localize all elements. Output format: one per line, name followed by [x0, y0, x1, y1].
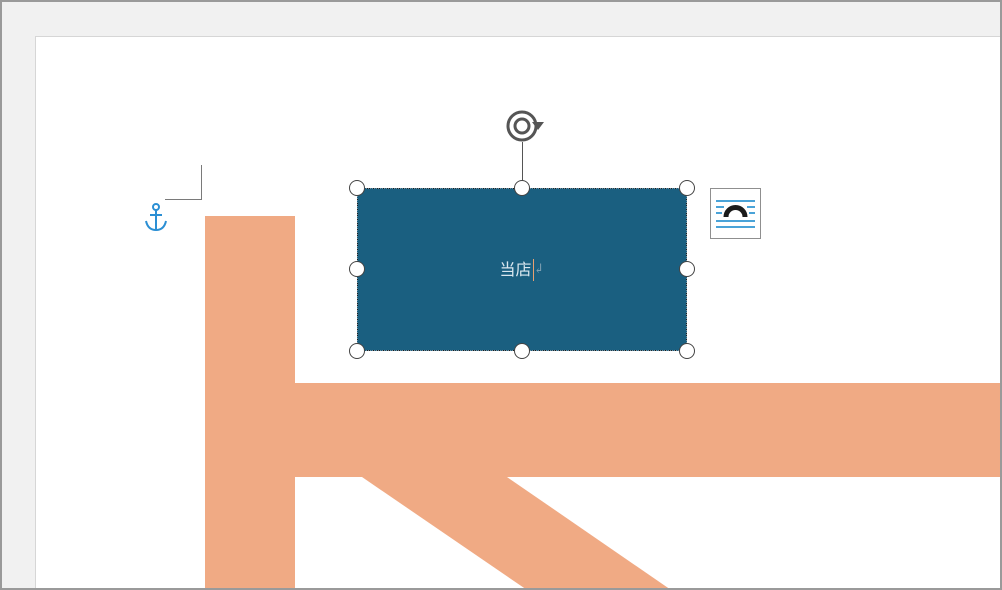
resize-handle-middle-left[interactable] — [349, 261, 365, 277]
diagonal-road-shape[interactable] — [362, 477, 674, 590]
rotate-handle-stem — [522, 142, 523, 188]
text-box-label: 当店 — [499, 260, 532, 279]
text-cursor — [532, 259, 534, 281]
resize-handle-top-right[interactable] — [679, 180, 695, 196]
resize-handle-middle-right[interactable] — [679, 261, 695, 277]
selected-text-box[interactable]: 当店↲ — [357, 188, 687, 351]
resize-handle-bottom-left[interactable] — [349, 343, 365, 359]
resize-handle-top-left[interactable] — [349, 180, 365, 196]
layout-options-icon — [716, 200, 755, 228]
resize-handle-top-center[interactable] — [514, 180, 530, 196]
resize-handle-bottom-right[interactable] — [679, 343, 695, 359]
text-boundary-corner — [165, 165, 202, 200]
anchor-icon[interactable] — [142, 202, 170, 234]
horizontal-road-shape[interactable] — [205, 383, 1002, 477]
paragraph-mark: ↲ — [533, 262, 545, 277]
rotate-handle-icon[interactable] — [502, 106, 546, 146]
layout-options-button[interactable] — [710, 188, 761, 239]
text-box-content[interactable]: 当店↲ — [358, 259, 686, 281]
resize-handle-bottom-center[interactable] — [514, 343, 530, 359]
